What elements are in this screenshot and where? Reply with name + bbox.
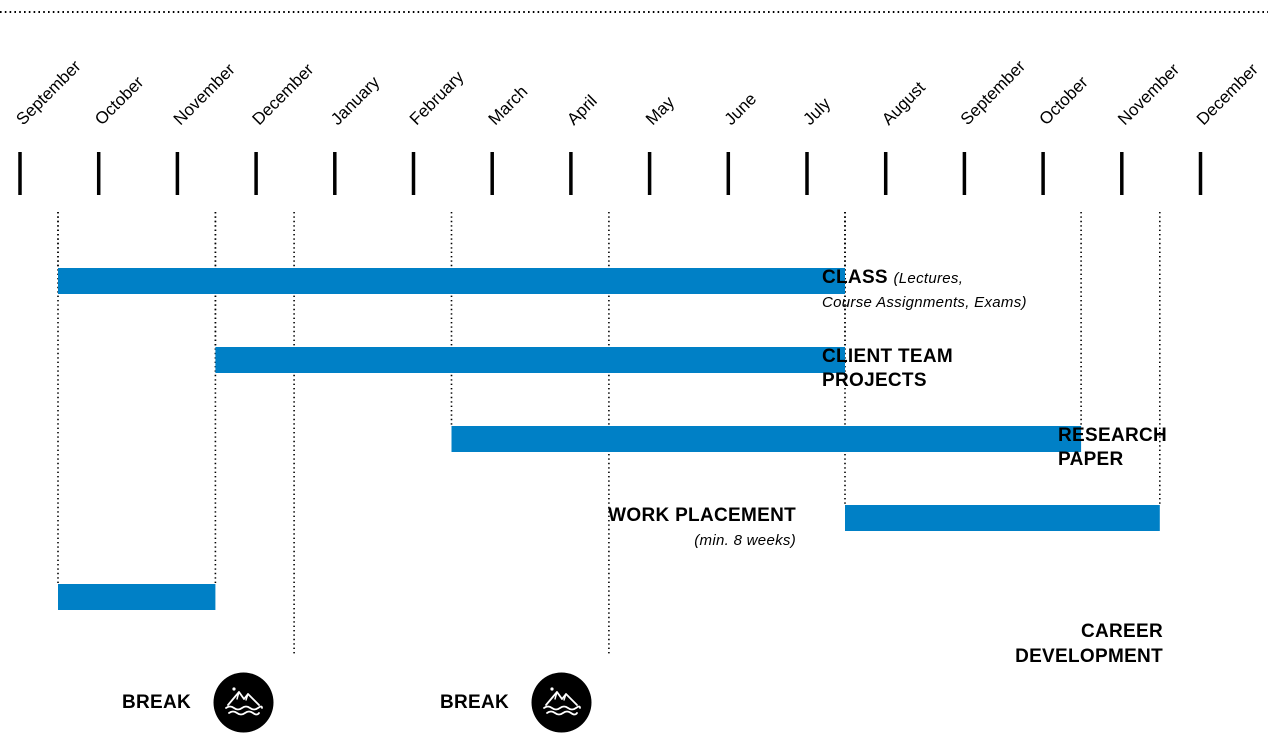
month-label-16: December <box>1193 60 1262 129</box>
mountain-wave-icon <box>531 672 592 733</box>
work-placement-detail: (min. 8 weeks) <box>694 532 796 550</box>
month-label-1: September <box>12 56 84 128</box>
work-placement-label: WORK PLACEMENT (min. 8 weeks) <box>608 504 796 552</box>
month-label-2: October <box>91 72 147 128</box>
research-title-line2: PAPER <box>1058 449 1124 471</box>
research-paper-label: RESEARCH PAPER <box>1058 424 1167 472</box>
client-team-title-line2: PROJECTS <box>822 370 927 392</box>
client-team-projects-label: CLIENT TEAM PROJECTS <box>822 345 953 393</box>
month-label-7: March <box>485 82 532 129</box>
activity-bar-4 <box>845 505 1160 531</box>
class-label: CLASS (Lectures, Course Assignments, Exa… <box>822 266 1027 314</box>
class-detail-line2: Course Assignments, Exams) <box>822 294 1027 312</box>
month-label-15: November <box>1114 60 1183 129</box>
break-december: BREAK <box>122 672 274 733</box>
mountain-wave-icon <box>213 672 274 733</box>
activity-bar-5 <box>58 584 216 610</box>
class-title: CLASS <box>822 267 888 288</box>
work-placement-title: WORK PLACEMENT <box>608 505 796 526</box>
research-title-line1: RESEARCH <box>1058 425 1168 446</box>
month-label-10: June <box>721 89 761 129</box>
activity-bar-3 <box>451 426 1082 452</box>
month-label-8: April <box>563 91 600 128</box>
month-label-11: July <box>799 94 834 129</box>
career-title-line2: DEVELOPMENT <box>1015 645 1163 667</box>
month-label-4: December <box>248 60 317 129</box>
class-detail-line1: (Lectures, <box>893 270 964 287</box>
month-label-12: August <box>878 78 929 129</box>
break-label: BREAK <box>122 691 192 713</box>
month-label-9: May <box>642 92 678 128</box>
career-title-line1: CAREER <box>1080 621 1163 642</box>
activity-bar-1 <box>58 268 845 294</box>
client-team-title-line1: CLIENT TEAM <box>822 346 954 367</box>
month-label-3: November <box>170 60 239 129</box>
month-label-6: February <box>406 67 468 129</box>
break-april: BREAK <box>440 672 592 733</box>
month-label-14: October <box>1035 72 1091 128</box>
month-label-13: September <box>957 56 1029 128</box>
month-label-5: January <box>327 72 384 129</box>
activity-bar-2 <box>215 347 845 373</box>
month-ticks <box>18 152 1203 195</box>
break-label: BREAK <box>440 691 510 713</box>
career-development-label: CAREER DEVELOPMENT <box>1015 620 1163 669</box>
activity-bars <box>58 268 1160 610</box>
